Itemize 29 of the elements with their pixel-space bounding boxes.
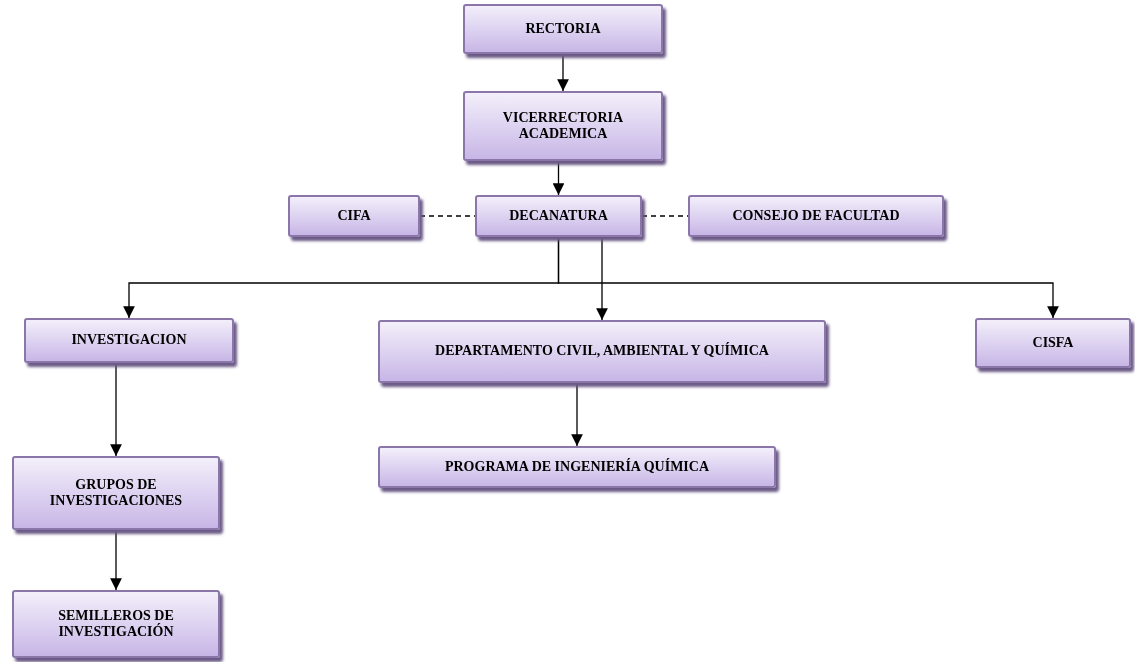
arrow: [552, 160, 565, 196]
arrow: [596, 236, 608, 321]
org-box: [378, 446, 776, 488]
org-box: [463, 4, 663, 54]
box-label: DEPARTAMENTO CIVIL, AMBIENTAL Y QUÍMICA: [434, 343, 770, 360]
arrow: [110, 529, 122, 591]
arrow: [571, 382, 583, 447]
box-label: DECANATURA: [508, 207, 609, 225]
box-label: PROGRAMA DE INGENIERÍA QUÍMICA: [443, 458, 711, 476]
org-box: [463, 91, 663, 161]
org-box: [378, 320, 826, 383]
arrow: [557, 53, 569, 92]
box-label: CISFA: [1031, 334, 1075, 352]
arrow: [110, 362, 122, 457]
box-label: CONSEJO DE FACULTAD: [731, 207, 901, 225]
box-label: CIFA: [336, 207, 372, 225]
org-box: [24, 318, 234, 363]
box-label: RECTORIA: [524, 20, 602, 38]
org-box: [12, 590, 220, 658]
org-box: [475, 195, 642, 237]
org-box: [975, 318, 1131, 368]
arrow: [557, 236, 1059, 319]
org-box: [688, 195, 944, 237]
box-label: INVESTIGACION: [70, 332, 188, 349]
box-label: VICERRECTORIA ACADEMICA: [501, 109, 625, 143]
org-box: [12, 456, 220, 530]
box-label: GRUPOS DE INVESTIGACIONES: [48, 476, 184, 510]
org-box: [288, 195, 420, 237]
box-label: SEMILLEROS DE INVESTIGACIÓN: [57, 607, 175, 641]
